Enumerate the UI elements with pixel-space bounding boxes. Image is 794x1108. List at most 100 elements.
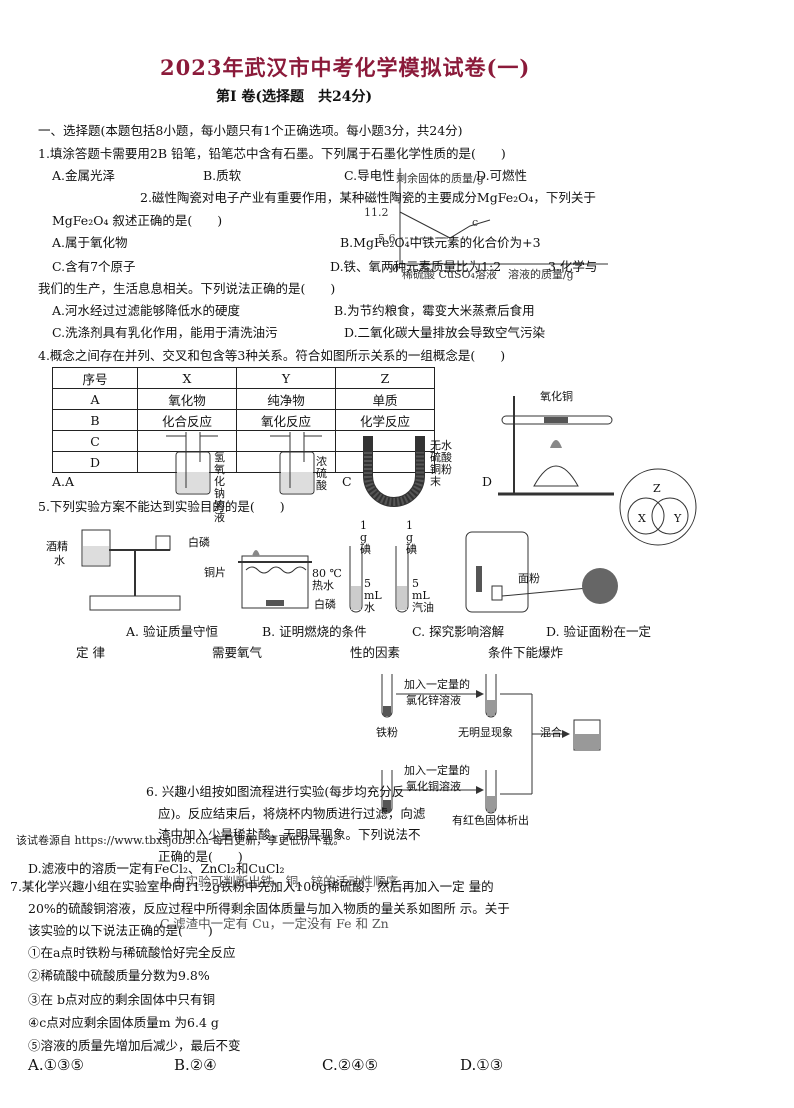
table-header: Y	[236, 367, 336, 389]
q5-option-a: A. 验证质量守恒	[126, 624, 218, 639]
q7-option-c: C.②④⑤	[322, 1056, 379, 1074]
table-cell: A	[52, 388, 138, 410]
q6-stem: 6. 兴趣小组按如图流程进行实验(每步均充分反	[146, 784, 405, 799]
gas-wash-bottle-acid-icon	[270, 432, 322, 495]
table-header: Z	[335, 367, 435, 389]
flow1-label: 加入一定量的	[404, 678, 470, 691]
page-title: 2023年武汉市中考化学模拟试卷(一)	[160, 55, 531, 80]
q7-option-a: A.①③⑤	[28, 1056, 84, 1074]
q5-stem: 5.下列实验方案不能达到实验目的的是( )	[38, 499, 285, 514]
flour-label: 面粉	[518, 572, 540, 585]
white-phosphorus-2-label: 白磷	[314, 598, 336, 611]
table-cell: 氧化物	[137, 388, 237, 410]
q1-option-d: D.可燃性	[476, 168, 528, 183]
q2-stem: 2.磁性陶瓷对电子产业有重要作用，某种磁性陶瓷的主要成分MgFe₂O₄，下列关于	[140, 190, 596, 205]
q7-graph-x-label: 稀硫酸 CuSO₄溶液 溶液的质量/g	[402, 268, 574, 281]
q3-option-a: A.河水经过过滤能够降低水的硬度	[52, 303, 241, 318]
q4-option-c: C	[342, 474, 352, 489]
iron-powder-label: 铁粉	[376, 726, 398, 739]
q1-option-b: B.质软	[203, 168, 242, 183]
q7-graph-y1: 11.2	[364, 206, 389, 219]
q7-statement-4: ④c点对应剩余固体质量m 为6.4 g	[28, 1015, 219, 1030]
section-subtitle: 第Ⅰ 卷(选择题 共24分)	[216, 89, 373, 105]
no-change-label: 无明显现象	[458, 726, 513, 739]
q5-option-c: C. 探究影响溶解	[412, 624, 505, 639]
q7-mass-graph	[399, 168, 608, 265]
table-cell	[335, 451, 435, 473]
table-cell: C	[52, 430, 138, 452]
q7-option-b: B.②④	[174, 1056, 217, 1074]
q2-option-b: B.MgFe₂O₄中铁元素的化合价为+3	[340, 235, 541, 250]
q3-stem-2: 我们的生产，生活息息相关。下列说法正确的是( )	[38, 281, 336, 296]
bottle1-label: 氢氧化钠溶液	[214, 451, 225, 524]
q1-option-a: A.金属光泽	[52, 168, 116, 183]
burner-tube-apparatus-icon	[498, 396, 614, 496]
tube-gasoline-label: 5 mL汽油	[412, 577, 434, 614]
q3-option-b: B.为节约粮食，霉变大米蒸煮后食用	[334, 303, 535, 318]
red-solid-label: 有红色固体析出	[452, 814, 529, 827]
flow2b-label: 氯化铜溶液	[406, 780, 461, 793]
table-cell: 氧化反应	[236, 409, 336, 431]
mix-label: 混合	[540, 726, 562, 739]
q1-option-c: C.导电性	[344, 168, 395, 183]
q4-option-d: D	[482, 474, 493, 489]
tube-water-label: 5 mL水	[364, 577, 382, 614]
q4-stem: 4.概念之间存在并列、交叉和包含等3种关系。符合如图所示关系的一组概念是( )	[38, 348, 506, 363]
iodine-2-label: 1 g碘	[406, 519, 417, 556]
table-row: B 化合反应 氧化反应 化学反应	[52, 409, 435, 431]
flour-explosion-icon	[465, 531, 618, 613]
q6-flow-diagram	[381, 674, 601, 814]
alcohol-label: 酒精	[46, 540, 68, 553]
q5-option-d: D. 验证面粉在一定	[546, 624, 652, 639]
table-row: D	[52, 451, 435, 473]
q1-stem: 1.填涂答题卡需要用2B 铅笔，铅笔芯中含有石墨。下列属于石墨化学性质的是( )	[38, 146, 506, 161]
table-header: X	[137, 367, 237, 389]
q7-graph-y-label: 剩余固体的质量/g	[396, 172, 484, 185]
test-tubes-icon	[349, 546, 409, 613]
q6-stem-4: 正确的是( )	[158, 849, 243, 864]
flow1b-label: 氯化锌溶液	[406, 694, 461, 707]
table-cell: 单质	[335, 388, 435, 410]
table-cell: B	[52, 409, 138, 431]
water-label: 水	[54, 554, 65, 567]
q6-stem-3: 渣中加入少量稀盐酸，无明显现象。下列说法不	[158, 827, 421, 842]
flow2-label: 加入一定量的	[404, 764, 470, 777]
venn-y-label: Y	[674, 512, 682, 525]
section-heading: 一、选择题(本题包括8小题，每小题只有1个正确选项。每小题3分，共24分)	[38, 123, 463, 138]
u-tube-icon	[363, 436, 425, 507]
q7-statement-1: ①在a点时铁粉与稀硫酸恰好完全反应	[28, 945, 236, 960]
gas-wash-bottle-naoh-icon	[166, 432, 218, 495]
table-cell: 化学反应	[335, 409, 435, 431]
q7-statement-2: ②稀硫酸中硫酸质量分数为9.8%	[28, 968, 210, 983]
q7-stem: 7.某化学兴趣小组在实验室中向11.2g铁粉中先加入100g稀硫酸，然后再加入一…	[10, 879, 494, 894]
q3-stem-tail: 3.化学与	[548, 259, 598, 274]
q2-option-a: A.属于氧化物	[52, 235, 128, 250]
table-cell: D	[52, 451, 138, 473]
balance-apparatus-icon	[81, 529, 181, 611]
q6-option-b: B.由实验可判断出铁、铜、锌的活动性顺序	[160, 874, 399, 889]
q7-option-d: D.①③	[460, 1056, 504, 1074]
bottle2-label: 浓硫酸	[316, 455, 327, 492]
q6-stem-2: 应)。反应结束后，将烧杯内物质进行过滤，向滤	[158, 806, 426, 821]
venn-x-label: X	[638, 512, 646, 525]
u-tube-label: 无水硫酸铜粉末	[430, 439, 452, 488]
q5-option-a-2: 定 律	[76, 645, 105, 660]
hot-water-label: 80 ℃热水	[312, 567, 342, 592]
q5-option-b-2: 需要氧气	[212, 645, 263, 660]
venn-z-label: Z	[653, 482, 661, 495]
q2-stem-2: MgFe₂O₄ 叙述正确的是( )	[52, 213, 223, 228]
q6-option-c: C.滤渣中一定有 Cu，一定没有 Fe 和 Zn	[160, 916, 389, 931]
q4-table: 序号 X Y Z A 氧化物 纯净物 单质 B 化合反应 氧化反应 化学反应 C…	[52, 367, 435, 473]
q7-stem-2: 20%的硫酸铜溶液，反应过程中所得剩余固体质量与加入物质的量关系如图所 示。关于	[28, 901, 510, 916]
table-cell: 化合反应	[137, 409, 237, 431]
q7-graph-y2: 5.6	[378, 232, 396, 245]
q5-option-c-2: 性的因素	[350, 645, 401, 660]
q3-option-c: C.洗涤剂具有乳化作用，能用于清洗油污	[52, 325, 278, 340]
q5-option-d-2: 条件下能爆炸	[488, 645, 564, 660]
q7-stem-3: 该实验的以下说法正确的是( )	[28, 923, 213, 938]
q7-graph-point-c: c	[472, 216, 479, 229]
q2-option-c: C.含有7个原子	[52, 259, 136, 274]
q7-statement-5: ⑤溶液的质量先增加后减少，最后不变	[28, 1038, 241, 1053]
q5-option-b: B. 证明燃烧的条件	[262, 624, 367, 639]
combustion-beaker-icon	[238, 550, 312, 609]
